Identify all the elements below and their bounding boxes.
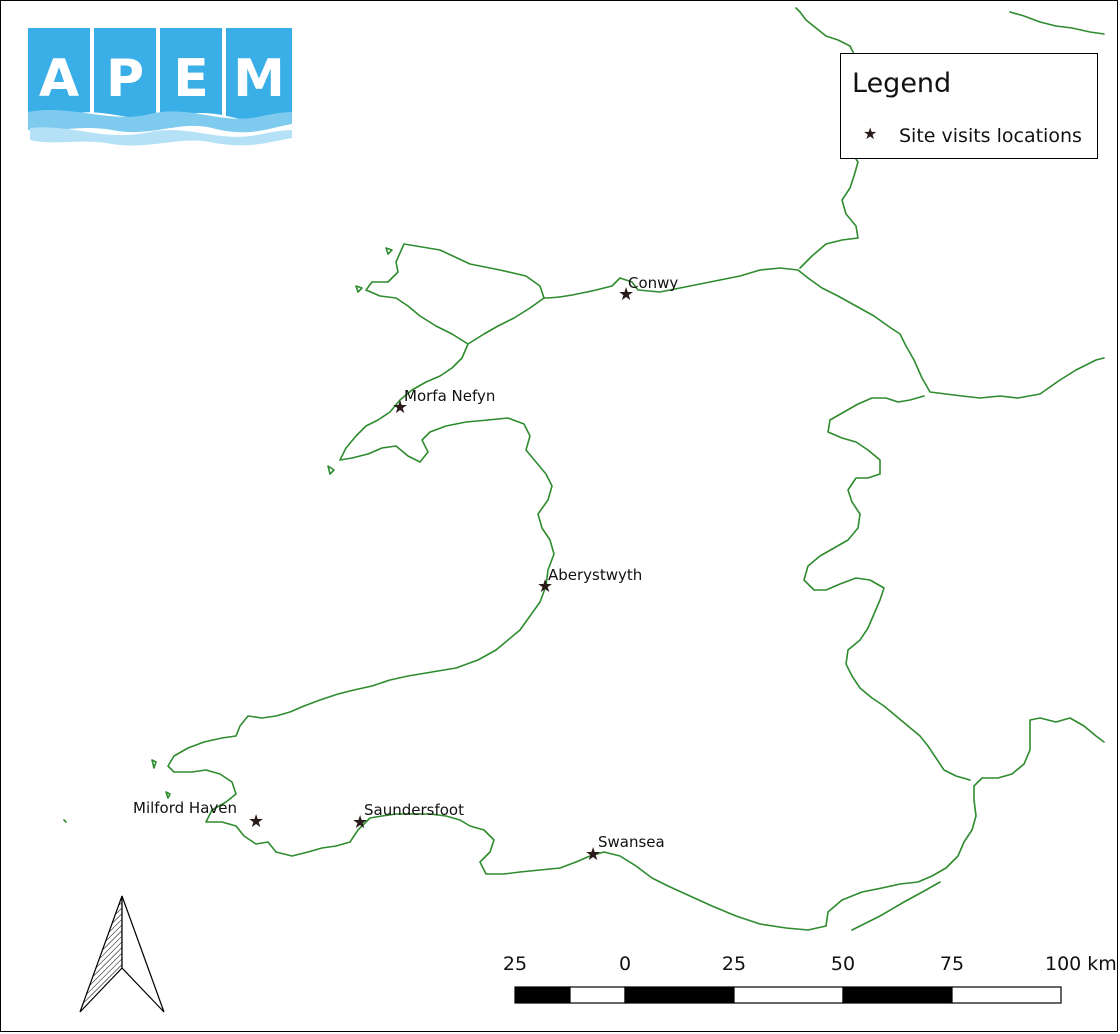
star-icon: ★ — [618, 284, 634, 305]
scale-segment-1 — [514, 986, 571, 1004]
site-morfa-nefyn[interactable]: ★ Morfa Nefyn — [392, 387, 495, 418]
site-label-conwy: Conwy — [628, 274, 678, 292]
coastline-mersey — [1009, 11, 1105, 35]
coastline-layer — [63, 7, 1105, 931]
coastline-islet-3 — [355, 285, 363, 293]
site-saundersfoot[interactable]: ★ Saundersfoot — [352, 801, 464, 833]
scale-label: 25 — [722, 953, 746, 975]
coastline-lleyn-cardigan — [167, 343, 1105, 931]
star-icon: ★ — [537, 576, 553, 597]
legend-title: Legend — [852, 68, 952, 99]
coastline-islet-5 — [165, 791, 171, 799]
site-label-saundersfoot: Saundersfoot — [364, 801, 464, 819]
logo-block-a — [28, 28, 90, 124]
legend: Legend ★ Site visits locations — [840, 53, 1098, 159]
coastline-islet-2 — [385, 247, 393, 255]
scale-segment-4 — [733, 986, 844, 1004]
north-arrow-icon — [79, 895, 165, 1013]
coastline-anglesey — [365, 243, 545, 345]
site-milford-haven[interactable]: ★ Milford Haven — [133, 799, 264, 832]
site-label-milford-haven: Milford Haven — [133, 799, 237, 817]
logo-letter: P — [106, 49, 144, 109]
site-aberystwyth[interactable]: ★ Aberystwyth — [537, 566, 642, 597]
scale-label: 25 — [503, 953, 527, 975]
scale-label: 0 — [619, 953, 631, 975]
site-swansea[interactable]: ★ Swansea — [585, 833, 665, 865]
star-icon: ★ — [585, 844, 601, 865]
site-label-morfa-nefyn: Morfa Nefyn — [404, 387, 495, 405]
coastline-islet-6 — [63, 819, 67, 823]
scale-label: 75 — [940, 953, 964, 975]
site-conwy[interactable]: ★ Conwy — [618, 274, 678, 305]
scale-segment-6 — [951, 986, 1062, 1004]
site-label-swansea: Swansea — [598, 833, 665, 851]
coastline-islet-4 — [151, 759, 157, 769]
logo-block-e — [160, 28, 222, 124]
scale-label: 100 km — [1045, 953, 1117, 975]
logo-wave-2 — [30, 127, 292, 146]
coastline-severn-spit — [851, 881, 941, 931]
scale-label: 50 — [831, 953, 855, 975]
logo-block-p — [94, 28, 156, 124]
logo-letter: E — [173, 49, 209, 109]
star-icon: ★ — [248, 811, 264, 832]
logo-wave-1 — [28, 110, 292, 133]
logo-letter: A — [39, 49, 79, 109]
scale-segment-3 — [624, 986, 735, 1004]
site-label-aberystwyth: Aberystwyth — [548, 566, 642, 584]
coastline-north-wales — [543, 267, 1105, 399]
scale-segment-5 — [842, 986, 953, 1004]
star-icon: ★ — [392, 397, 408, 418]
logo-letter: M — [233, 49, 285, 109]
legend-item-site-visits: Site visits locations — [899, 125, 1082, 147]
star-icon: ★ — [352, 812, 368, 833]
scale-segment-2 — [569, 986, 626, 1004]
scale-bar: 25 0 25 50 75 100 km — [503, 953, 1117, 1004]
site-markers: ★ Conwy ★ Morfa Nefyn ★ Aberystwyth ★ Mi… — [133, 274, 678, 865]
logo-block-m — [226, 28, 292, 124]
star-icon: ★ — [863, 124, 878, 143]
coastline-welsh-border — [803, 395, 971, 781]
coastline-islet-1 — [327, 465, 335, 475]
